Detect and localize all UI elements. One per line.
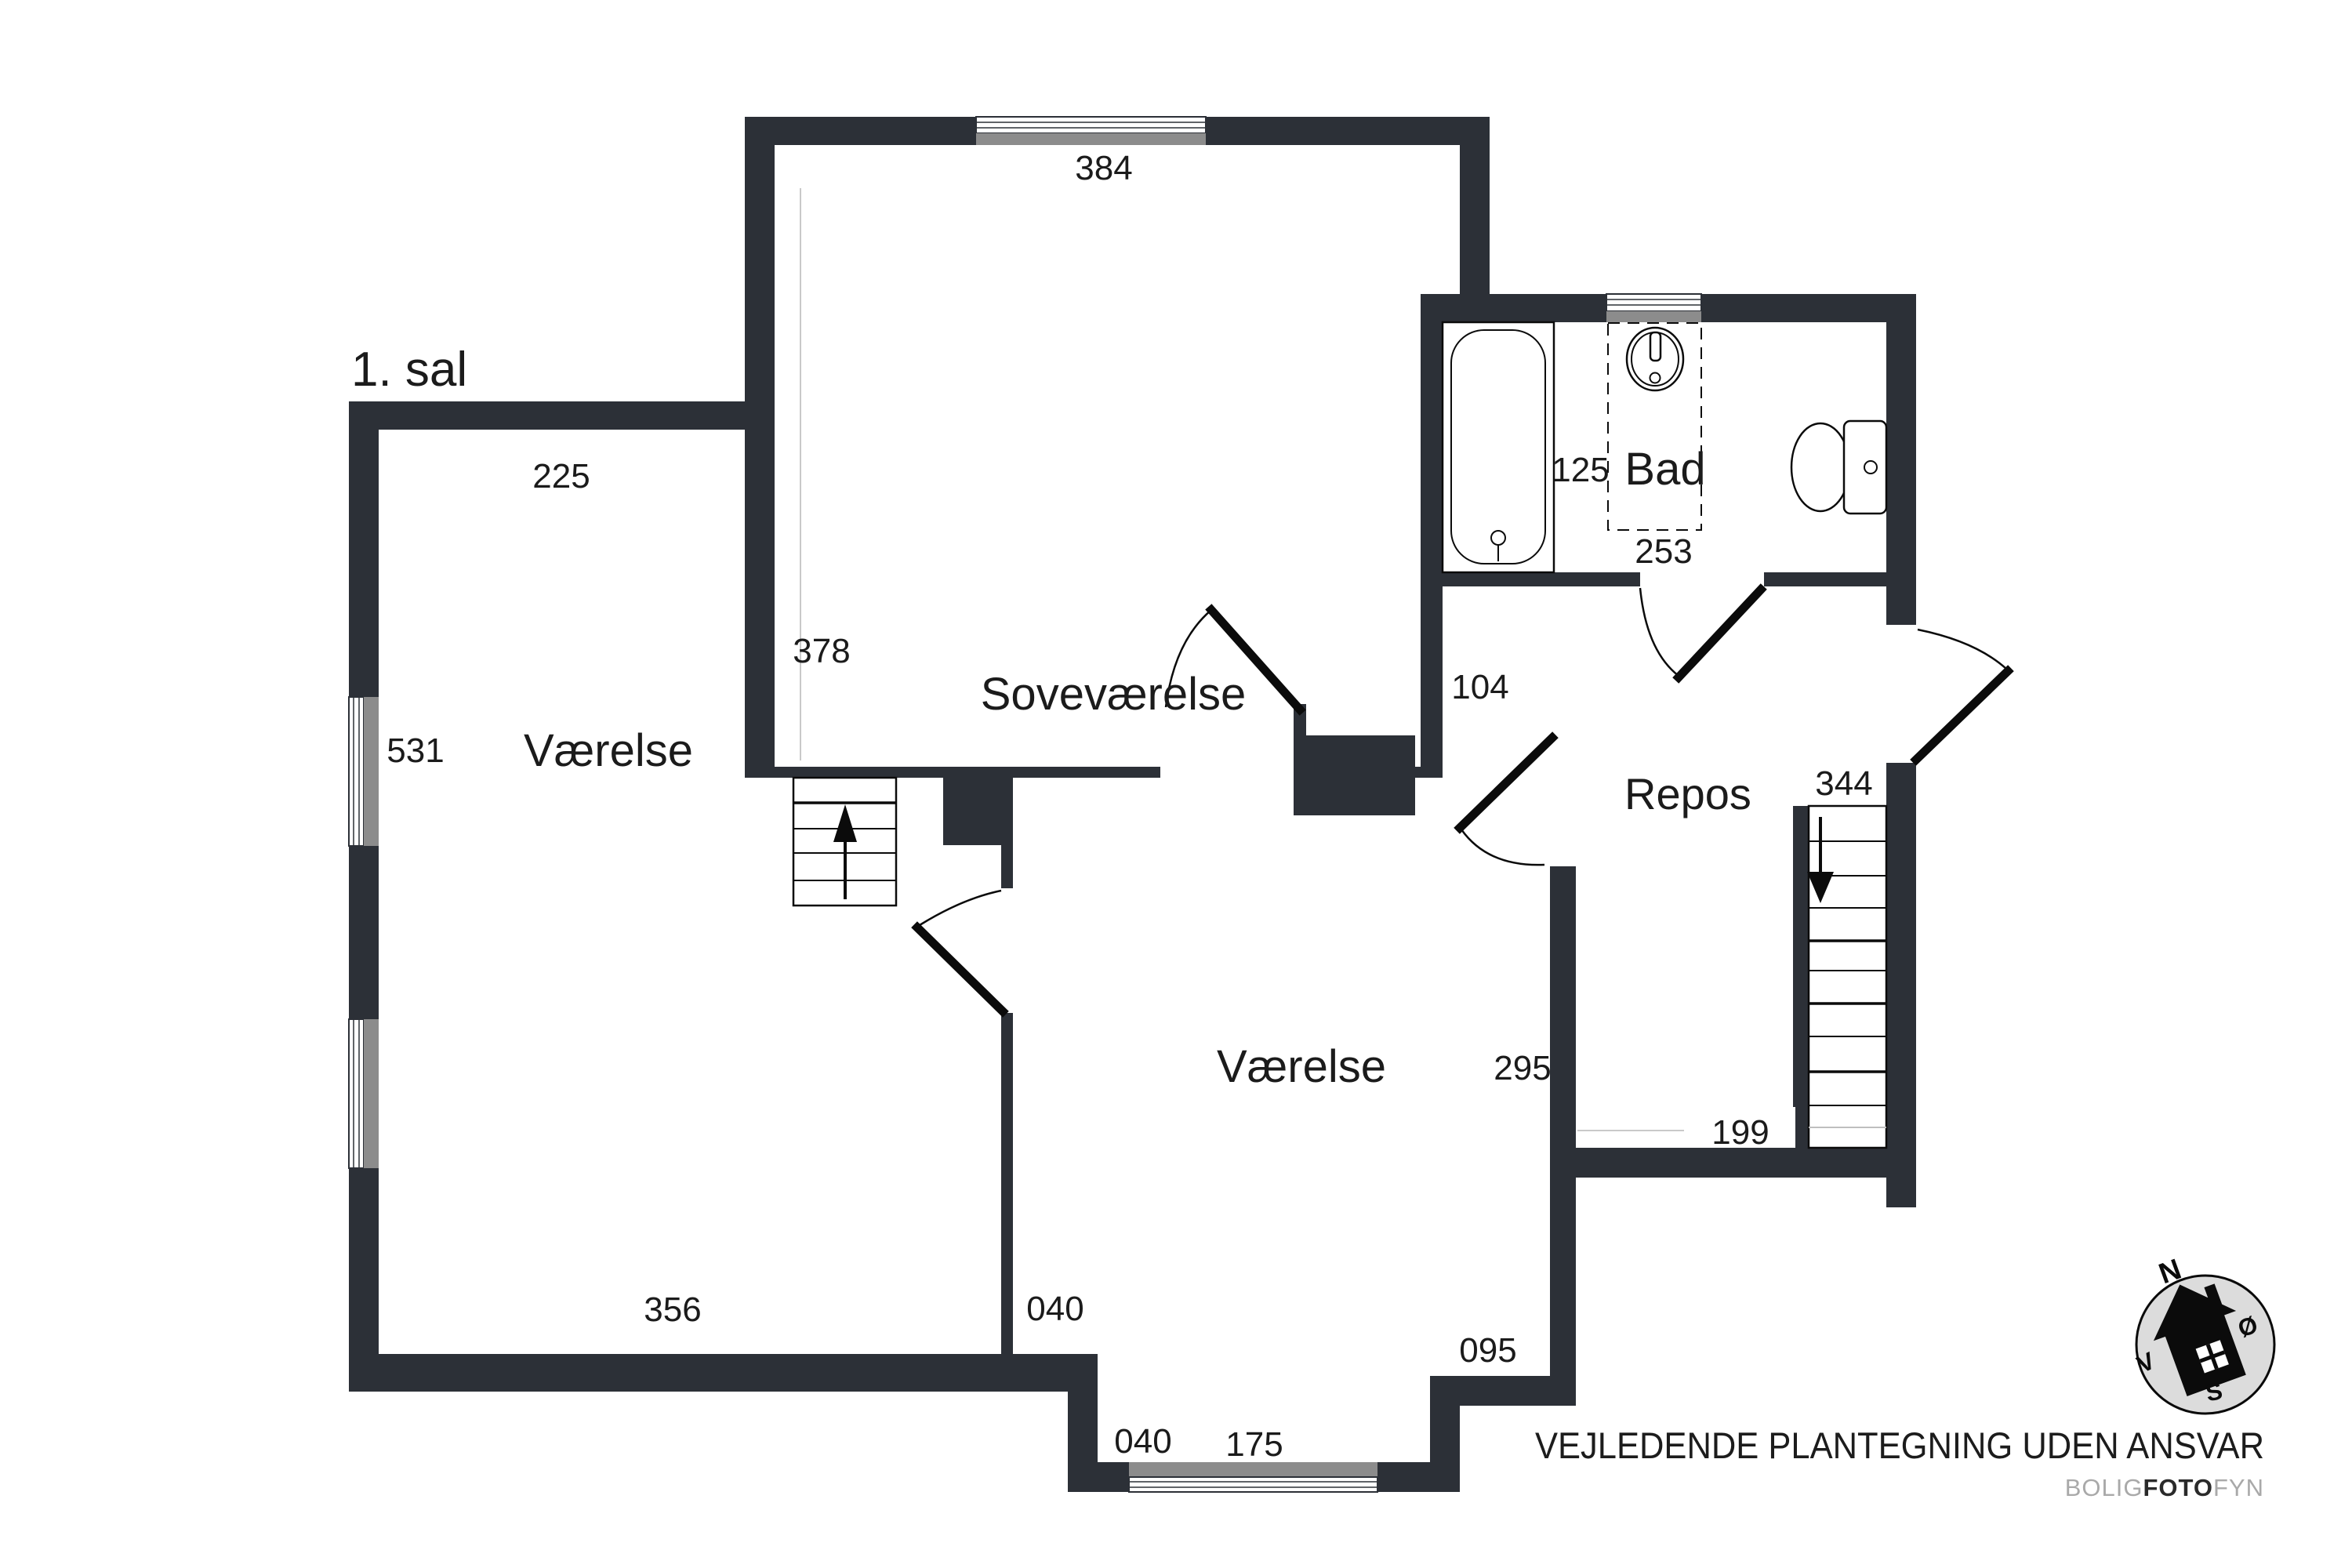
- dimension-356: 356: [644, 1290, 701, 1329]
- footer-brand-foto: FOTO: [2143, 1474, 2213, 1501]
- floor-title: 1. sal: [351, 343, 467, 397]
- toilet: [1790, 419, 1888, 515]
- sink-vanity: [1607, 322, 1702, 531]
- compass: N Ø S V: [2132, 1253, 2276, 1415]
- wall-left-middle: [349, 846, 379, 1019]
- bathtub: [1441, 321, 1555, 574]
- wall-bottom-window-a: [1098, 1462, 1129, 1492]
- dimension-225: 225: [532, 457, 590, 495]
- wall-bath-bottom-a: [1443, 572, 1640, 586]
- dimension-378: 378: [793, 632, 850, 670]
- stairs-main-down: [1807, 804, 1888, 1149]
- walls: [349, 117, 1916, 1492]
- wall-bedroom-bottom-thin-a: [745, 767, 1160, 778]
- wall-bottom-left: [349, 1354, 1098, 1392]
- window-left-upper: [348, 696, 379, 847]
- dimension-384: 384: [1075, 149, 1132, 187]
- door-bathroom: [1639, 583, 1767, 684]
- wall-bedroom-top-a: [745, 117, 976, 145]
- footer: VEJLEDENDE PLANTEGNING UDEN ANSVAR BOLIG…: [1535, 1425, 2264, 1501]
- wall-bath-top-a: [1421, 294, 1606, 322]
- door-bedroom: [1164, 604, 1306, 716]
- sink-drain: [1649, 372, 1661, 384]
- door-bedroom-arc: [1164, 609, 1212, 708]
- footer-disclaimer: VEJLEDENDE PLANTEGNING UDEN ANSVAR: [1535, 1425, 2264, 1466]
- door-landing-east-leaf: [1910, 665, 2014, 766]
- wall-bedroom-bottom-thin-b: [1415, 767, 1441, 778]
- window-left-lower: [348, 1018, 379, 1169]
- dimension-531: 531: [387, 731, 444, 770]
- up-arrow-head: [833, 804, 857, 842]
- window-bathroom-top: [1606, 293, 1702, 322]
- dimension-040-lower: 040: [1114, 1422, 1171, 1461]
- wall-bedroom-left: [745, 145, 775, 778]
- door-bottom-room-west-arc: [919, 889, 1002, 927]
- dimension-199-backing: [1684, 1107, 1795, 1148]
- door-bottom-room-west-leaf: [911, 921, 1009, 1018]
- window-bottom-room: [1128, 1462, 1378, 1493]
- wall-right-lower: [1886, 763, 1916, 1207]
- wall-bedroom-right-jog: [1460, 117, 1490, 294]
- wall-top-left-room: [349, 401, 775, 430]
- wall-landing-bottom: [1551, 1148, 1916, 1178]
- dimension-253: 253: [1635, 532, 1692, 571]
- door-bottom-room-north-arc: [1460, 829, 1545, 866]
- toilet-bowl: [1790, 422, 1851, 513]
- label-bedroom: Soveværelse: [981, 669, 1246, 720]
- bathroom-fixtures: [1441, 321, 1888, 574]
- door-landing-east-arc: [1917, 628, 2007, 670]
- wall-stairs-left: [1793, 806, 1809, 1148]
- wall-bottomroom-left: [1001, 1013, 1013, 1361]
- sink-faucet: [1649, 331, 1662, 362]
- wall-bath-top-b: [1701, 294, 1916, 322]
- door-bottom-room-north: [1454, 731, 1559, 866]
- dimension-104: 104: [1451, 668, 1508, 706]
- wall-bedroom-top-b: [1206, 117, 1490, 145]
- dimension-lines: [800, 188, 1795, 1148]
- dimension-344: 344: [1815, 764, 1872, 803]
- dimension-095: 095: [1459, 1331, 1516, 1370]
- footer-brand: BOLIGFOTOFYN: [2065, 1474, 2264, 1501]
- footer-brand-fyn: FYN: [2213, 1474, 2264, 1501]
- window-bedroom-top: [975, 116, 1207, 145]
- door-landing-east: [1910, 628, 2014, 766]
- wall-bedroom-bath-divider: [1421, 322, 1443, 778]
- dimension-040-upper: 040: [1026, 1290, 1083, 1328]
- chimney-left: [943, 778, 1013, 845]
- door-bottom-room-north-leaf: [1454, 731, 1559, 834]
- label-room-bottom: Værelse: [1217, 1041, 1386, 1092]
- label-landing: Repos: [1624, 769, 1751, 818]
- doors: [911, 583, 2014, 1018]
- wall-bath-bottom-b: [1764, 572, 1886, 586]
- label-room-left: Værelse: [524, 725, 693, 776]
- windows: [348, 116, 1702, 1493]
- door-bathroom-leaf: [1672, 583, 1767, 684]
- down-arrow-head: [1807, 872, 1834, 903]
- wall-right-upper: [1886, 322, 1916, 625]
- chimney-right: [1294, 735, 1415, 815]
- compass-house-icon: [2153, 1283, 2246, 1396]
- footer-brand-bolig: BOLIG: [2065, 1474, 2143, 1501]
- compass-north: N: [2154, 1253, 2185, 1290]
- door-bottom-room-west: [911, 889, 1009, 1018]
- door-bedroom-leaf: [1205, 604, 1306, 716]
- toilet-button: [1864, 460, 1878, 474]
- dimension-175: 175: [1225, 1425, 1283, 1464]
- wall-step-block: [1068, 1354, 1098, 1492]
- stairs-small-up: [792, 776, 898, 907]
- wall-bottomroom-left-stub: [1001, 845, 1013, 888]
- wall-left-upper: [349, 401, 379, 697]
- wall-se-step-horizontal: [1430, 1376, 1576, 1406]
- label-bathroom: Bad: [1624, 444, 1705, 495]
- dimension-295: 295: [1494, 1049, 1551, 1087]
- dimension-199: 199: [1711, 1113, 1769, 1152]
- labels: 1. sal Værelse Soveværelse Værelse Bad R…: [351, 149, 1873, 1464]
- dimension-125: 125: [1552, 451, 1609, 489]
- door-bathroom-arc: [1639, 587, 1679, 677]
- wall-bottomroom-right: [1550, 866, 1576, 1376]
